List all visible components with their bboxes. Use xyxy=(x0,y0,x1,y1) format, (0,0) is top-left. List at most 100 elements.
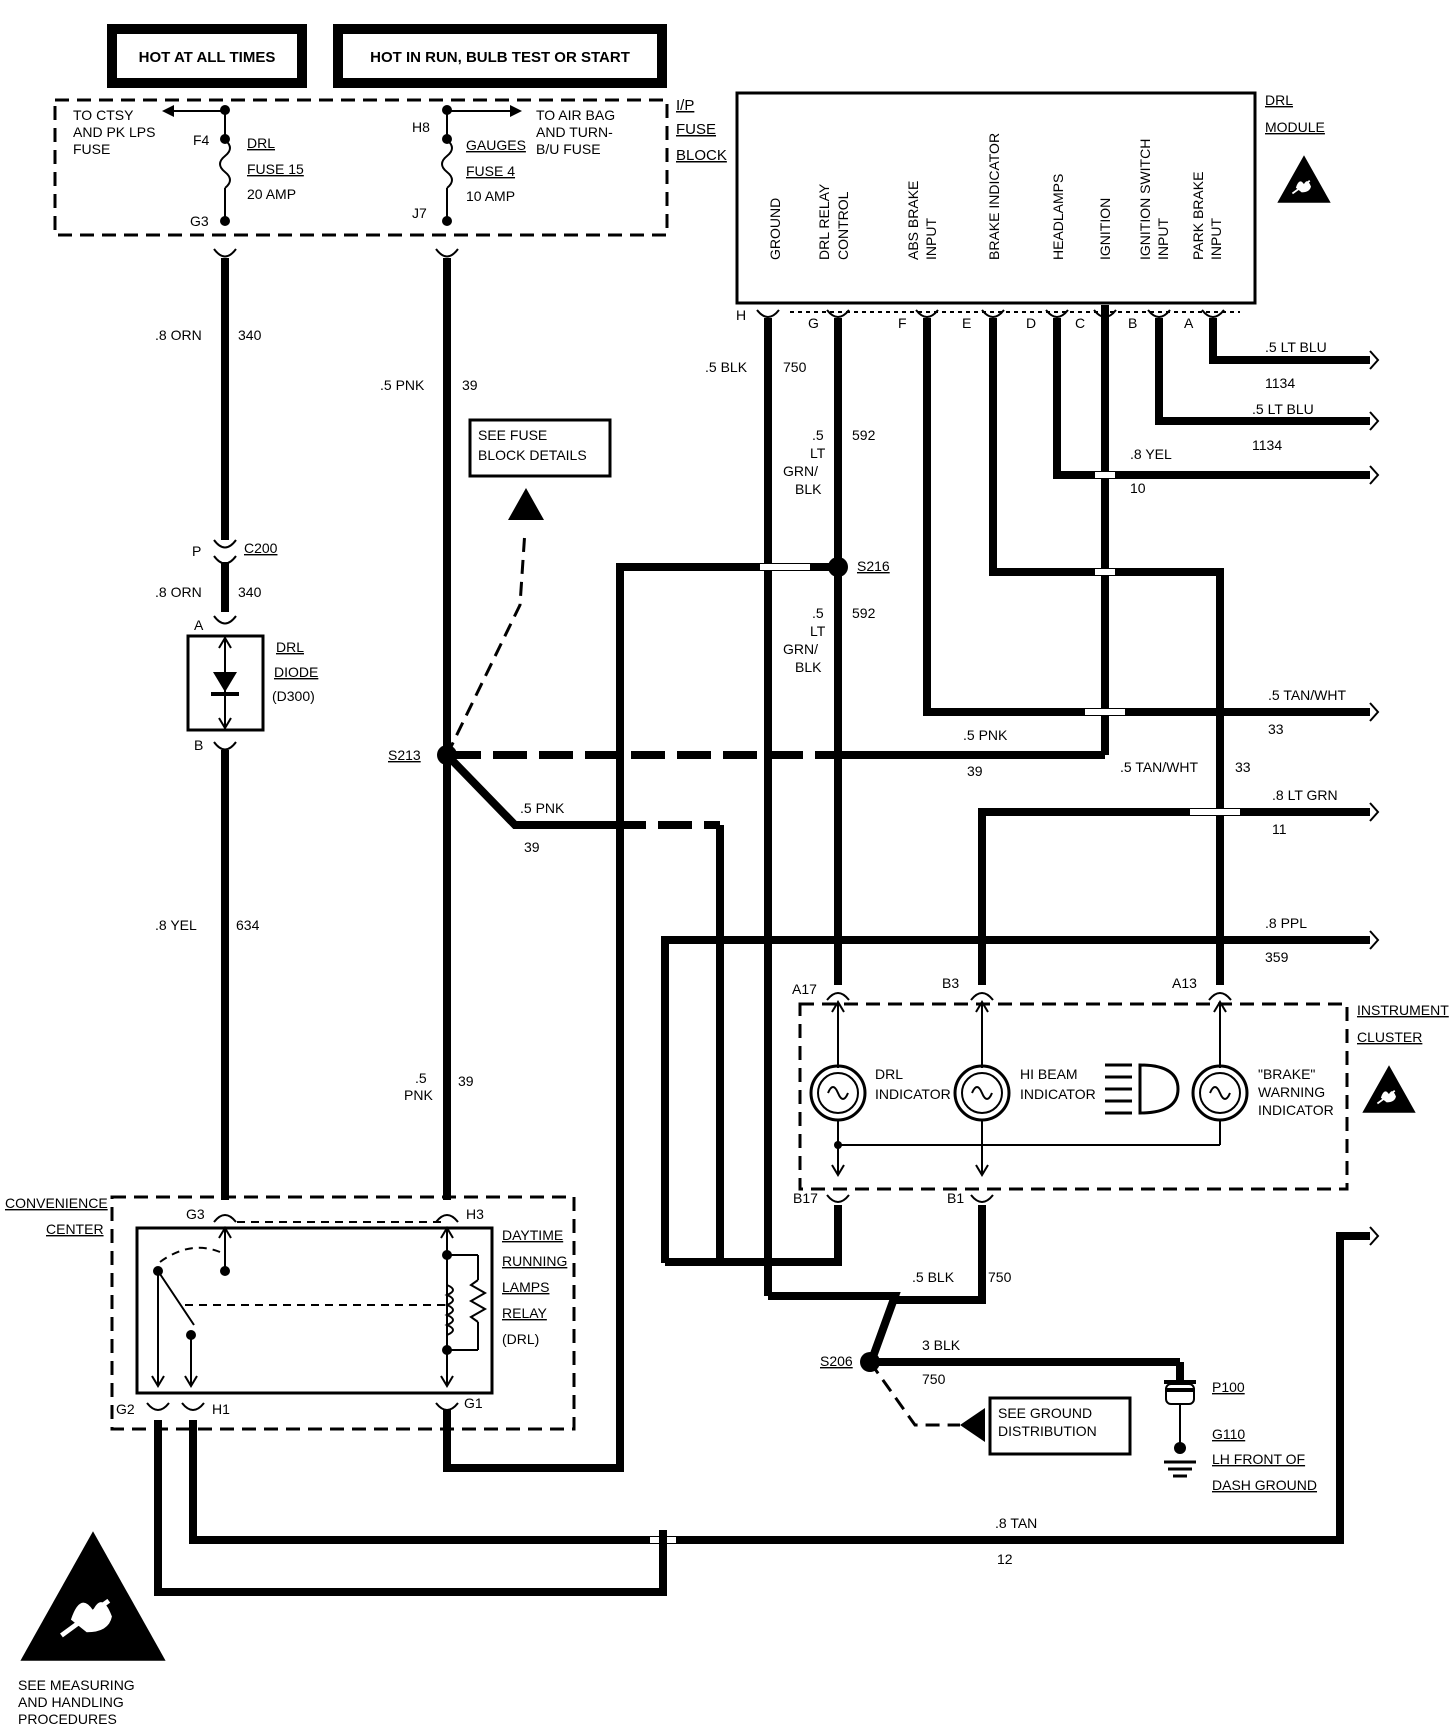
svg-text:.8 ORN: .8 ORN xyxy=(155,327,202,343)
svg-text:10: 10 xyxy=(1130,480,1146,496)
svg-text:FUSE: FUSE xyxy=(73,141,110,157)
svg-text:CLUSTER: CLUSTER xyxy=(1357,1029,1422,1045)
hi-beam-icon xyxy=(1105,1063,1180,1115)
svg-text:A: A xyxy=(1184,315,1194,331)
svg-text:BRAKE INDICATOR: BRAKE INDICATOR xyxy=(986,133,1002,260)
svg-text:CONVENIENCE: CONVENIENCE xyxy=(5,1195,108,1211)
svg-text:IGNITION: IGNITION xyxy=(1097,198,1113,260)
wire-1134-b xyxy=(1155,318,1370,425)
svg-text:DRL: DRL xyxy=(875,1066,903,1082)
svg-text:INSTRUMENT: INSTRUMENT xyxy=(1357,1002,1449,1018)
svg-text:.8 YEL: .8 YEL xyxy=(1130,446,1172,462)
drl-module-pin-names: GROUND DRL RELAY CONTROL ABS BRAKE INPUT… xyxy=(767,133,1224,260)
svg-text:HEADLAMPS: HEADLAMPS xyxy=(1050,174,1066,260)
svg-text:S206: S206 xyxy=(820,1353,853,1369)
esd-note: SEE MEASURING AND HANDLING PROCEDURES xyxy=(18,1677,135,1726)
drl-diode: A B DRL DIODE (D300) xyxy=(186,615,318,753)
svg-text:BLK: BLK xyxy=(795,659,822,675)
wire-11 xyxy=(978,808,1370,985)
svg-text:.5 TAN/WHT: .5 TAN/WHT xyxy=(1268,687,1346,703)
svg-text:CONTROL: CONTROL xyxy=(835,191,851,260)
svg-text:S216: S216 xyxy=(857,558,890,574)
svg-text:634: 634 xyxy=(236,917,260,933)
fuse-4: H8 J7 GAUGES FUSE 4 10 AMP TO AIR BAG AN… xyxy=(412,105,615,226)
svg-text:592: 592 xyxy=(852,605,876,621)
see-fuse-block-details: SEE FUSE BLOCK DETAILS xyxy=(445,418,612,756)
svg-text:1134: 1134 xyxy=(1252,437,1282,453)
svg-text:.8 PPL: .8 PPL xyxy=(1265,915,1307,931)
svg-text:33: 33 xyxy=(1235,759,1251,775)
svg-text:SEE FUSE: SEE FUSE xyxy=(478,427,547,443)
svg-text:.5 PNK: .5 PNK xyxy=(963,727,1008,743)
svg-text:(DRL): (DRL) xyxy=(502,1331,539,1347)
svg-text:AND HANDLING: AND HANDLING xyxy=(18,1694,124,1710)
svg-text:TO AIR BAG: TO AIR BAG xyxy=(536,107,615,123)
svg-text:HI BEAM: HI BEAM xyxy=(1020,1066,1078,1082)
svg-text:ABS BRAKE: ABS BRAKE xyxy=(905,181,921,260)
svg-text:340: 340 xyxy=(238,327,262,343)
svg-text:750: 750 xyxy=(922,1371,946,1387)
convenience-center: CONVENIENCE CENTER G3 H3 xyxy=(5,1195,576,1431)
svg-text:B1: B1 xyxy=(947,1190,964,1206)
svg-text:750: 750 xyxy=(783,359,807,375)
svg-text:TO CTSY: TO CTSY xyxy=(73,107,134,123)
svg-text:11: 11 xyxy=(1272,821,1287,837)
svg-text:DRL: DRL xyxy=(276,639,304,655)
svg-text:33: 33 xyxy=(1268,721,1284,737)
svg-text:D: D xyxy=(1026,315,1036,331)
svg-text:H: H xyxy=(736,307,746,323)
svg-text:BLOCK: BLOCK xyxy=(676,147,727,164)
svg-text:10 AMP: 10 AMP xyxy=(466,188,515,204)
svg-text:I/P: I/P xyxy=(676,97,694,114)
svg-text:H3: H3 xyxy=(466,1206,484,1222)
svg-text:.5: .5 xyxy=(415,1070,427,1086)
svg-text:.5 PNK: .5 PNK xyxy=(520,800,565,816)
svg-text:.5 BLK: .5 BLK xyxy=(912,1269,955,1285)
pin-g3-fuse: G3 xyxy=(190,213,209,229)
instrument-cluster: INSTRUMENT CLUSTER A17 B3 A13 xyxy=(792,975,1449,1206)
esd-warning-icon xyxy=(20,1531,165,1660)
pin-h8: H8 xyxy=(412,119,430,135)
svg-text:.8 TAN: .8 TAN xyxy=(995,1515,1037,1531)
svg-text:GROUND: GROUND xyxy=(767,198,783,260)
svg-text:AND TURN-: AND TURN- xyxy=(536,124,613,140)
wire-12 xyxy=(189,1232,1370,1544)
svg-text:FUSE: FUSE xyxy=(676,121,716,138)
svg-text:BLK: BLK xyxy=(795,481,822,497)
svg-text:GRN/: GRN/ xyxy=(783,641,818,657)
wire-10 xyxy=(1053,318,1370,479)
svg-text:F: F xyxy=(898,315,907,331)
svg-text:B: B xyxy=(194,737,203,753)
svg-text:WARNING: WARNING xyxy=(1258,1084,1325,1100)
svg-text:.5 PNK: .5 PNK xyxy=(380,377,425,393)
svg-text:.5 LT BLU: .5 LT BLU xyxy=(1265,339,1327,355)
svg-text:.5 LT BLU: .5 LT BLU xyxy=(1252,401,1314,417)
svg-text:.5: .5 xyxy=(812,605,824,621)
svg-text:GAUGES: GAUGES xyxy=(466,137,526,153)
svg-text:LT: LT xyxy=(810,445,826,461)
svg-text:.8 YEL: .8 YEL xyxy=(155,917,197,933)
svg-text:RELAY: RELAY xyxy=(502,1305,548,1321)
svg-text:GRN/: GRN/ xyxy=(783,463,818,479)
svg-text:B: B xyxy=(1128,315,1137,331)
header-hot-in-run: HOT IN RUN, BULB TEST OR START xyxy=(333,24,667,88)
svg-text:INDICATOR: INDICATOR xyxy=(875,1086,951,1102)
svg-text:"BRAKE": "BRAKE" xyxy=(1258,1066,1315,1082)
svg-text:340: 340 xyxy=(238,584,262,600)
svg-text:.5: .5 xyxy=(812,427,824,443)
svg-text:B/U FUSE: B/U FUSE xyxy=(536,141,601,157)
header-hot-at-all-times: HOT AT ALL TIMES xyxy=(107,24,307,88)
svg-text:RUNNING: RUNNING xyxy=(502,1253,567,1269)
svg-text:.8 ORN: .8 ORN xyxy=(155,584,202,600)
svg-text:12: 12 xyxy=(997,1551,1013,1567)
hot-at-all-times-label: HOT AT ALL TIMES xyxy=(139,49,276,66)
svg-text:INPUT: INPUT xyxy=(923,218,939,260)
fuse-block-label: I/P FUSE BLOCK xyxy=(676,97,727,164)
svg-text:IGNITION SWITCH: IGNITION SWITCH xyxy=(1137,139,1153,260)
svg-text:LH FRONT OF: LH FRONT OF xyxy=(1212,1451,1305,1467)
svg-text:PARK BRAKE: PARK BRAKE xyxy=(1190,172,1206,260)
svg-text:592: 592 xyxy=(852,427,876,443)
svg-text:359: 359 xyxy=(1265,949,1289,965)
svg-text:G110: G110 xyxy=(1212,1426,1245,1442)
